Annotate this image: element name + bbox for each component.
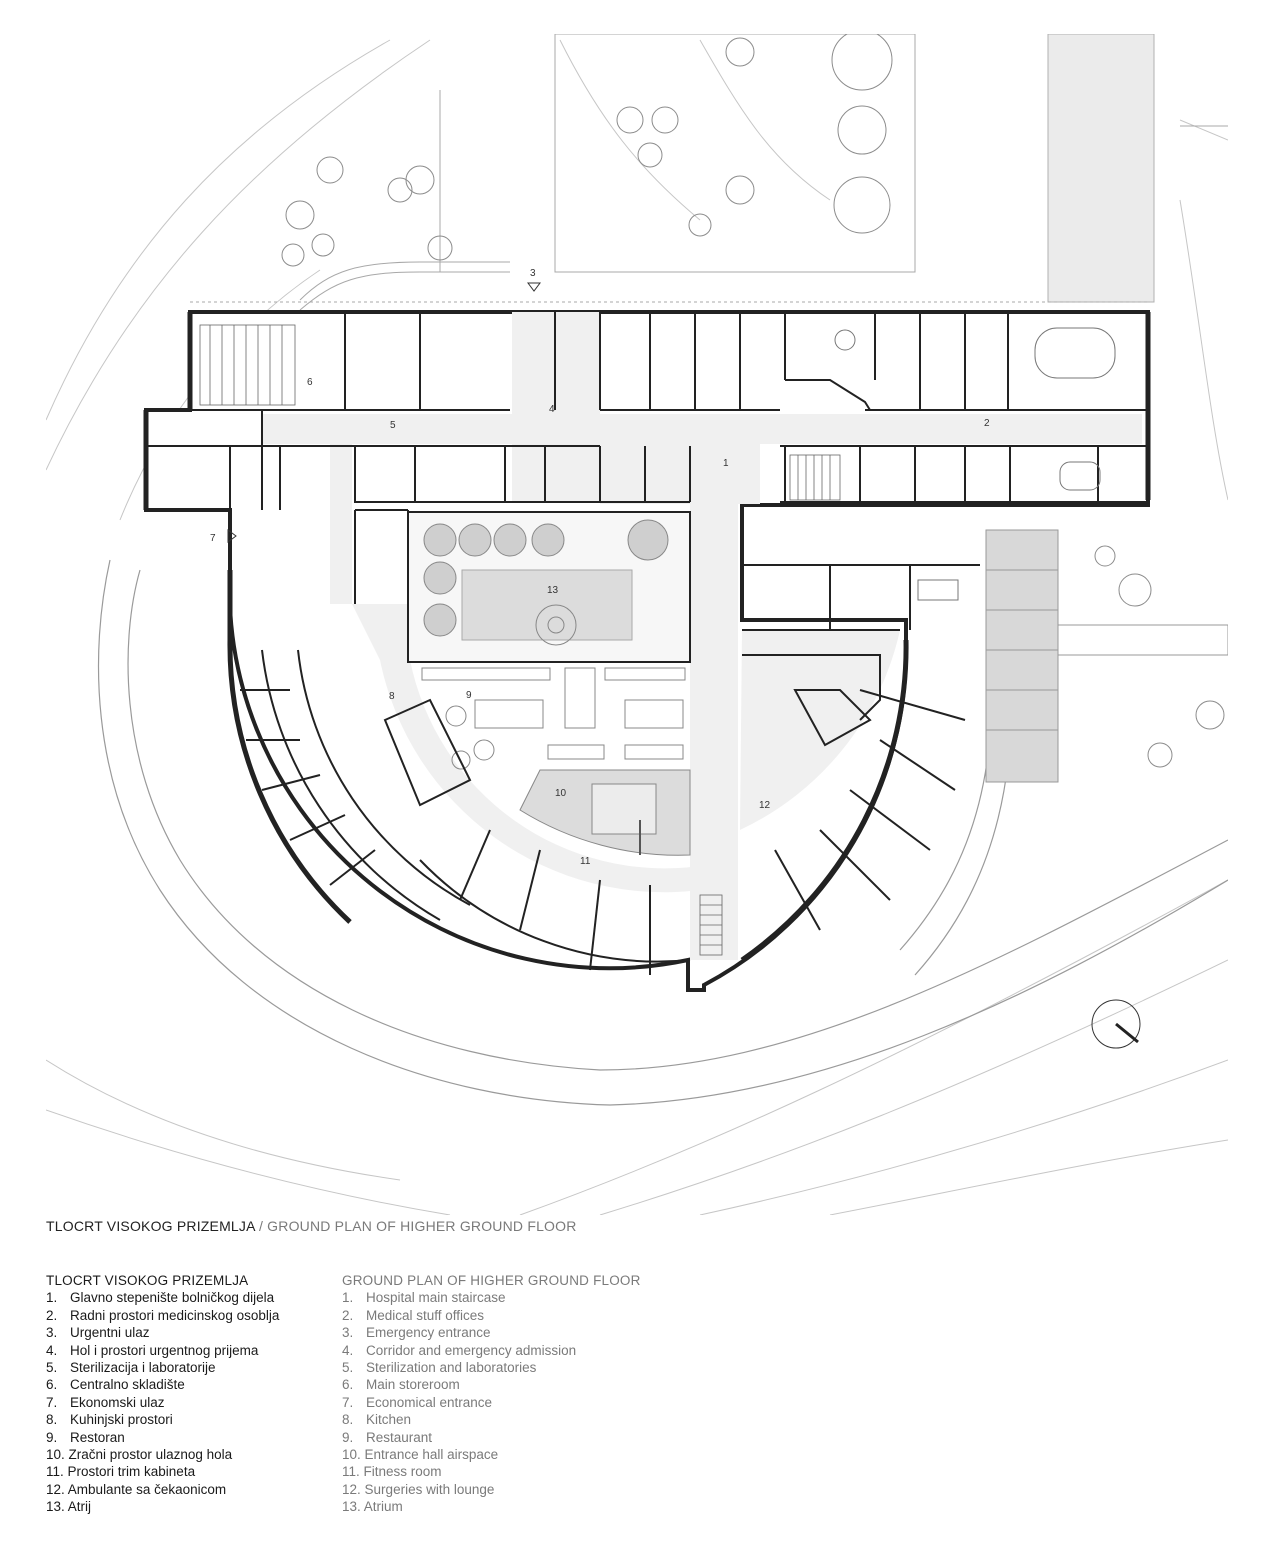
legend-hr-list: 1.Glavno stepenište bolničkog dijela 2.R… [46, 1289, 279, 1515]
caption-en: GROUND PLAN OF HIGHER GROUND FLOOR [267, 1218, 577, 1234]
legend-item: 6.Centralno skladište [46, 1377, 185, 1393]
legend-item: 11. Fitness room [342, 1464, 442, 1480]
legend-item: 7.Economical entrance [342, 1394, 493, 1410]
legend-item: 13. Atrij [46, 1499, 92, 1515]
entrance-hall-airspace [519, 769, 691, 856]
room-label-13: 13 [547, 585, 559, 596]
legend-item: 8.Kitchen [342, 1412, 412, 1428]
room-label-5: 5 [390, 420, 396, 431]
north-site [190, 34, 1228, 311]
legend-item: 6.Main storeroom [342, 1377, 460, 1393]
meeting-tables [834, 327, 1116, 601]
legend-item: 4.Corridor and emergency admission [342, 1342, 577, 1358]
legend-item: 7.Ekonomski ulaz [46, 1394, 165, 1410]
corridors [262, 312, 1142, 960]
legend-item: 11. Prostori trim kabineta [46, 1464, 196, 1480]
interior-walls [146, 312, 1148, 975]
legend-item: 5.Sterilization and laboratories [342, 1360, 537, 1376]
legend-en-list: 1.Hospital main staircase 2.Medical stuf… [342, 1289, 641, 1515]
room-label-3: 3 [530, 268, 536, 279]
legend-item: 8.Kuhinjski prostori [46, 1412, 173, 1428]
caption-hr: TLOCRT VISOKOG PRIZEMLJA [46, 1218, 255, 1234]
legend-en-title: GROUND PLAN OF HIGHER GROUND FLOOR [342, 1273, 641, 1288]
entrance-arrows [227, 282, 541, 543]
caption-separator: / [254, 1218, 268, 1234]
legend-item: 10. Zračni prostor ulaznog hola [46, 1447, 233, 1463]
legend-item: 1.Glavno stepenište bolničkog dijela [46, 1290, 275, 1306]
legend-item: 10. Entrance hall airspace [342, 1447, 499, 1463]
legend-item: 2.Radni prostori medicinskog osoblja [46, 1307, 280, 1323]
room-label-10: 10 [555, 788, 567, 799]
legend-croatian: TLOCRT VISOKOG PRIZEMLJA 1.Glavno stepen… [46, 1272, 279, 1516]
atrium [407, 511, 691, 663]
room-label-9: 9 [466, 690, 472, 701]
legend-item: 9.Restaurant [342, 1429, 433, 1445]
legend-item: 12. Surgeries with lounge [342, 1481, 495, 1497]
stairs [199, 324, 841, 956]
room-label-8: 8 [389, 691, 395, 702]
legend-hr-title: TLOCRT VISOKOG PRIZEMLJA [46, 1273, 249, 1288]
room-number-labels: 1 2 3 4 5 6 7 8 9 10 11 12 13 [210, 268, 990, 867]
trees [281, 34, 1225, 768]
canopy [985, 529, 1228, 783]
legend-item: 3.Emergency entrance [342, 1325, 491, 1341]
room-label-1: 1 [723, 458, 729, 469]
floor-plan-drawing: 1 2 3 4 5 6 7 8 9 10 11 12 13 [46, 34, 1228, 1215]
room-label-7: 7 [210, 533, 216, 544]
legend-item: 12. Ambulante sa čekaonicom [46, 1481, 227, 1497]
room-label-11: 11 [580, 856, 591, 867]
room-label-2: 2 [984, 418, 990, 429]
plan-caption: TLOCRT VISOKOG PRIZEMLJA / GROUND PLAN O… [46, 1218, 577, 1234]
legend-item: 13. Atrium [342, 1499, 403, 1515]
restaurant-tables [421, 667, 686, 770]
room-label-12: 12 [759, 800, 771, 811]
legend-item: 9.Restoran [46, 1429, 125, 1445]
legend-english: GROUND PLAN OF HIGHER GROUND FLOOR 1.Hos… [342, 1272, 641, 1516]
legend-item: 3.Urgentni ulaz [46, 1325, 150, 1341]
legend-item: 5.Sterilizacija i laboratorije [46, 1360, 216, 1376]
room-label-6: 6 [307, 377, 313, 388]
room-label-4: 4 [549, 404, 555, 415]
site-contours [46, 39, 1228, 1215]
legend-item: 2.Medical stuff offices [342, 1307, 485, 1323]
legend-item: 4.Hol i prostori urgentnog prijema [46, 1342, 259, 1358]
legend-item: 1.Hospital main staircase [342, 1290, 506, 1306]
north-arrow-icon [1091, 999, 1141, 1049]
